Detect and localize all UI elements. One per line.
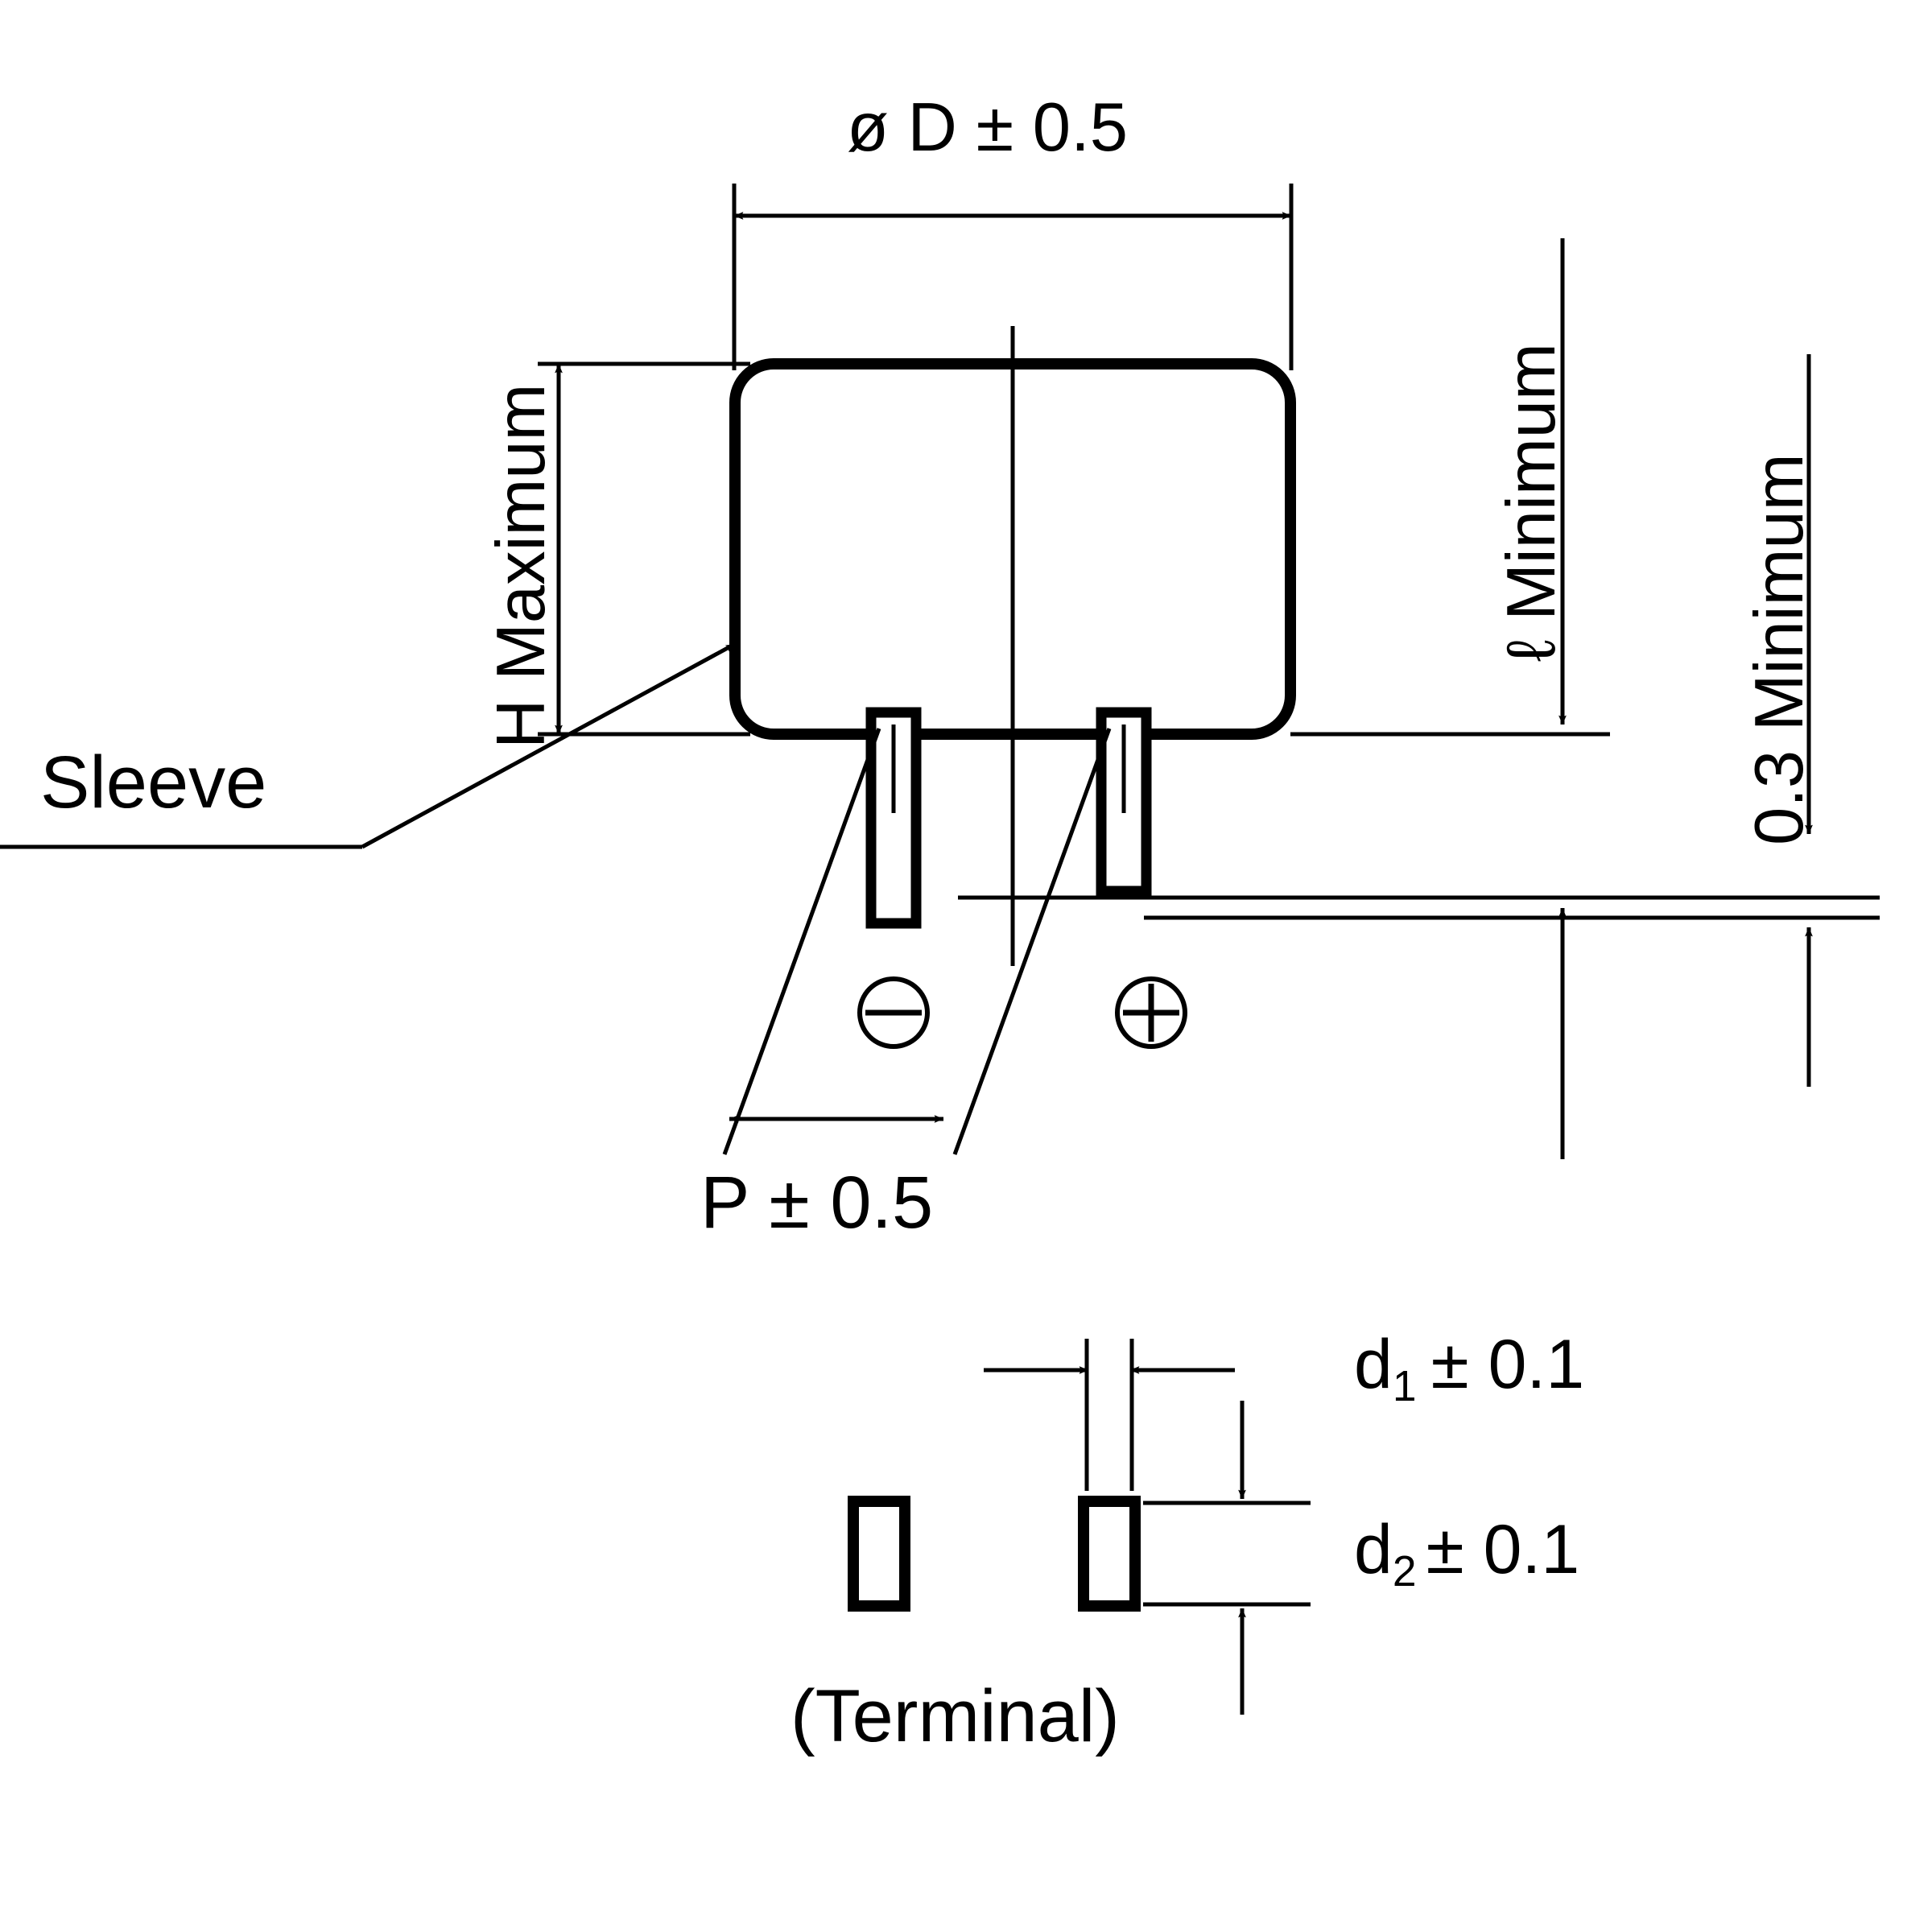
- d1-subscript: 1: [1392, 1362, 1417, 1410]
- d2-extension-group: [1143, 1501, 1311, 1607]
- height-dimension-group: [538, 361, 750, 737]
- lead-length-suffix: Minimum: [1493, 343, 1570, 640]
- reference-lines-group: [958, 732, 1880, 920]
- d1-extension-group: [1084, 1339, 1134, 1491]
- sleeve-leader-slant: [361, 642, 737, 849]
- pitch-leader-right: [952, 728, 1112, 1155]
- lead-length-symbol: ℓ: [1493, 639, 1570, 662]
- d2-base: d: [1354, 1511, 1393, 1588]
- sleeve-leader-group: [0, 642, 737, 849]
- diameter-dimension-label: ø D ± 0.5: [847, 89, 1128, 166]
- terminal-cross-section-right: [1078, 1496, 1141, 1612]
- pitch-dimension-group: [722, 728, 1112, 1155]
- terminal-cross-section-left: [848, 1496, 910, 1612]
- terminal-thickness-dimension-label: d2± 0.1: [1354, 1515, 1579, 1593]
- pitch-dimension-label: P ± 0.5: [700, 1162, 934, 1244]
- terminal-detail-label: (Terminal): [791, 1675, 1120, 1757]
- d1-tolerance: ± 0.1: [1430, 1326, 1585, 1403]
- pitch-leader-left: [722, 728, 881, 1155]
- d2-tolerance: ± 0.1: [1426, 1511, 1580, 1588]
- d1-base: d: [1354, 1326, 1393, 1403]
- sleeve-callout-label: Sleeve: [40, 741, 267, 824]
- clearance-dimension-label: 0.3 Minimum: [1741, 453, 1818, 845]
- terminal-width-dimension-label: d1± 0.1: [1354, 1330, 1584, 1408]
- height-dimension-label: H Maximum: [483, 383, 559, 749]
- d2-subscript: 2: [1392, 1547, 1417, 1596]
- polarity-markers-group: [857, 976, 1187, 1049]
- lead-length-dimension-label: ℓ Minimum: [1493, 343, 1570, 662]
